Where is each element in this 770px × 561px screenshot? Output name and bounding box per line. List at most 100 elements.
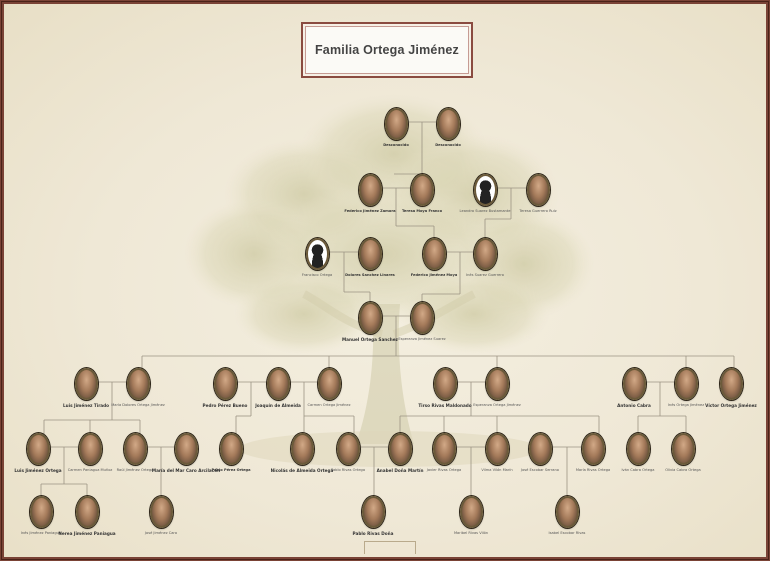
person-name: Desconocido [435, 143, 461, 147]
portrait-photo [410, 302, 434, 334]
portrait-photo [149, 496, 173, 528]
person-card[interactable]: Raúl Jiménez Ortega [99, 433, 171, 473]
person-name: Teresa Moya Franco [401, 209, 443, 213]
person-name: Federico Jiménez Zamora [344, 209, 396, 213]
person-name: Dolores Sanchez Linares [345, 273, 395, 277]
person-name: Desconocido [383, 143, 409, 147]
person-card[interactable]: Federico Jiménez Zamora [334, 174, 406, 214]
person-card[interactable]: Vilma Vilón Marín [461, 433, 533, 473]
person-name: Carmen Paniagua Muñoz [67, 468, 113, 472]
portrait-photo [388, 433, 412, 465]
portrait-photo [422, 238, 446, 270]
person-name: Leandro Suarez Bustamante [459, 209, 511, 213]
person-card[interactable]: Teresa Guerrero Ruiz [502, 174, 574, 214]
portrait-photo [219, 433, 243, 465]
person-card[interactable]: Olivia Cabra Ortega [647, 433, 719, 473]
person-name: Víctor Ortega Jiménez [705, 403, 757, 408]
person-card[interactable]: Nicolás de Almeida Ortega [266, 433, 338, 473]
person-card[interactable]: Inés Ortega Jiménez [650, 368, 722, 408]
person-card[interactable]: Luis Jiménez Tirado [50, 368, 122, 408]
person-name: Anabel Doña Martín [376, 468, 424, 473]
person-name: Federico Jiménez Moya [410, 273, 458, 277]
portrait-photo [126, 368, 150, 400]
person-name: Nicolás de Almeida Ortega [270, 468, 334, 473]
person-card[interactable]: Iván Cabra Ortega [602, 433, 674, 473]
person-card[interactable]: José Jiménez Caro [125, 496, 197, 536]
person-name: Esperanza Ortega Jiménez [473, 403, 521, 407]
person-card[interactable]: Francisco Ortega [281, 238, 353, 278]
portrait-photo [719, 368, 743, 400]
portrait-photo [459, 496, 483, 528]
person-card[interactable]: Esperanza Ortega Jiménez [461, 368, 533, 408]
person-name: Joaquín de Almeida [255, 403, 301, 408]
person-name: Manuel Ortega Sanchez [342, 337, 398, 342]
connector-lines [38, 121, 735, 498]
person-name: Teresa Guerrero Ruiz [519, 209, 557, 213]
person-name: Luis Jiménez Tirado [62, 403, 109, 408]
person-name: Iván Cabra Ortega [621, 468, 655, 472]
portrait-photo [555, 496, 579, 528]
person-card[interactable]: María del Mar Caro Arcilacón [150, 433, 222, 473]
person-card[interactable]: Esperanza Jiménez Suarez [386, 302, 458, 342]
person-card[interactable]: Víctor Ortega Jiménez [695, 368, 766, 408]
person-card[interactable]: Leandro Suarez Bustamante [449, 174, 521, 214]
person-name: Tirso Rivas Maldonado [418, 403, 472, 408]
person-card[interactable]: José Escobar Serrano [504, 433, 576, 473]
person-name: José Escobar Serrano [521, 468, 559, 472]
silhouette-photo [305, 238, 329, 270]
canvas: Familia Ortega Jiménez Desconocido Descon… [4, 4, 766, 557]
person-name: Vilma Vilón Marín [481, 468, 513, 472]
portrait-photo [473, 238, 497, 270]
person-name: Inés Suarez Guerrero [466, 273, 504, 277]
person-card[interactable]: Inés Jiménez Paniagua [5, 496, 77, 536]
person-card[interactable]: María Rivas Ortega [557, 433, 629, 473]
person-card[interactable]: Carmen Paniagua Muñoz [54, 433, 126, 473]
person-name: Raúl Jiménez Ortega [116, 468, 154, 472]
portrait-photo [123, 433, 147, 465]
person-card[interactable]: Maribel Rivas Vilón [435, 496, 507, 536]
portrait-photo [317, 368, 341, 400]
person-name: Isabel Escobar Rivas [548, 531, 586, 535]
person-card[interactable]: Inés Suarez Guerrero [449, 238, 521, 278]
person-name: Inés Jiménez Paniagua [20, 531, 62, 535]
person-card[interactable]: Carmen Ortega Jiménez [293, 368, 365, 408]
person-name: Olivia Cabra Ortega [665, 468, 701, 472]
person-card[interactable]: Luis Jiménez Ortega [4, 433, 74, 473]
portrait-photo [622, 368, 646, 400]
page-title: Familia Ortega Jiménez [314, 43, 460, 57]
person-card[interactable]: Pablo Rivas Doña [337, 496, 409, 536]
person-card[interactable]: Nerea Jiménez Paniagua [51, 496, 123, 536]
portrait-photo [290, 433, 314, 465]
portrait-photo [526, 174, 550, 206]
person-card[interactable]: Joaquín de Almeida [242, 368, 314, 408]
person-name: Antonio Cabra [617, 403, 651, 408]
portrait-photo [581, 433, 605, 465]
person-card[interactable]: Manuel Ortega Sanchez [334, 302, 406, 342]
portrait-photo [26, 433, 50, 465]
person-card[interactable]: Desconocido [412, 108, 484, 148]
person-card[interactable]: Javier Rivas Ortega [408, 433, 480, 473]
portrait-photo [336, 433, 360, 465]
person-card[interactable]: Anabel Doña Martín [364, 433, 436, 473]
person-name: Francisco Ortega [301, 273, 333, 277]
portrait-photo [29, 496, 53, 528]
person-name: Pablo Pérez Ortega [211, 468, 251, 472]
person-card[interactable]: Isabel Escobar Rivas [531, 496, 603, 536]
person-card[interactable]: Dolores Sanchez Linares [334, 238, 406, 278]
person-card[interactable]: María Dolores Ortega Jiménez [102, 368, 174, 408]
person-card[interactable]: Pablo Pérez Ortega [195, 433, 267, 473]
person-name: José Jiménez Caro [144, 531, 178, 535]
person-card[interactable]: Federico Jiménez Moya [398, 238, 470, 278]
person-card[interactable]: Antonio Cabra [598, 368, 670, 408]
person-card[interactable]: Desconocido [360, 108, 432, 148]
person-name: Pablo Rivas Ortega [330, 468, 366, 472]
person-card[interactable]: Tirso Rivas Maldonado [409, 368, 481, 408]
person-card[interactable]: Pablo Rivas Ortega [312, 433, 384, 473]
person-name: Pablo Rivas Doña [352, 531, 394, 536]
person-card[interactable]: Teresa Moya Franco [386, 174, 458, 214]
portrait-photo [78, 433, 102, 465]
person-card[interactable]: Pedro Pérez Bueno [189, 368, 261, 408]
portrait-photo [528, 433, 552, 465]
portrait-photo [432, 433, 456, 465]
